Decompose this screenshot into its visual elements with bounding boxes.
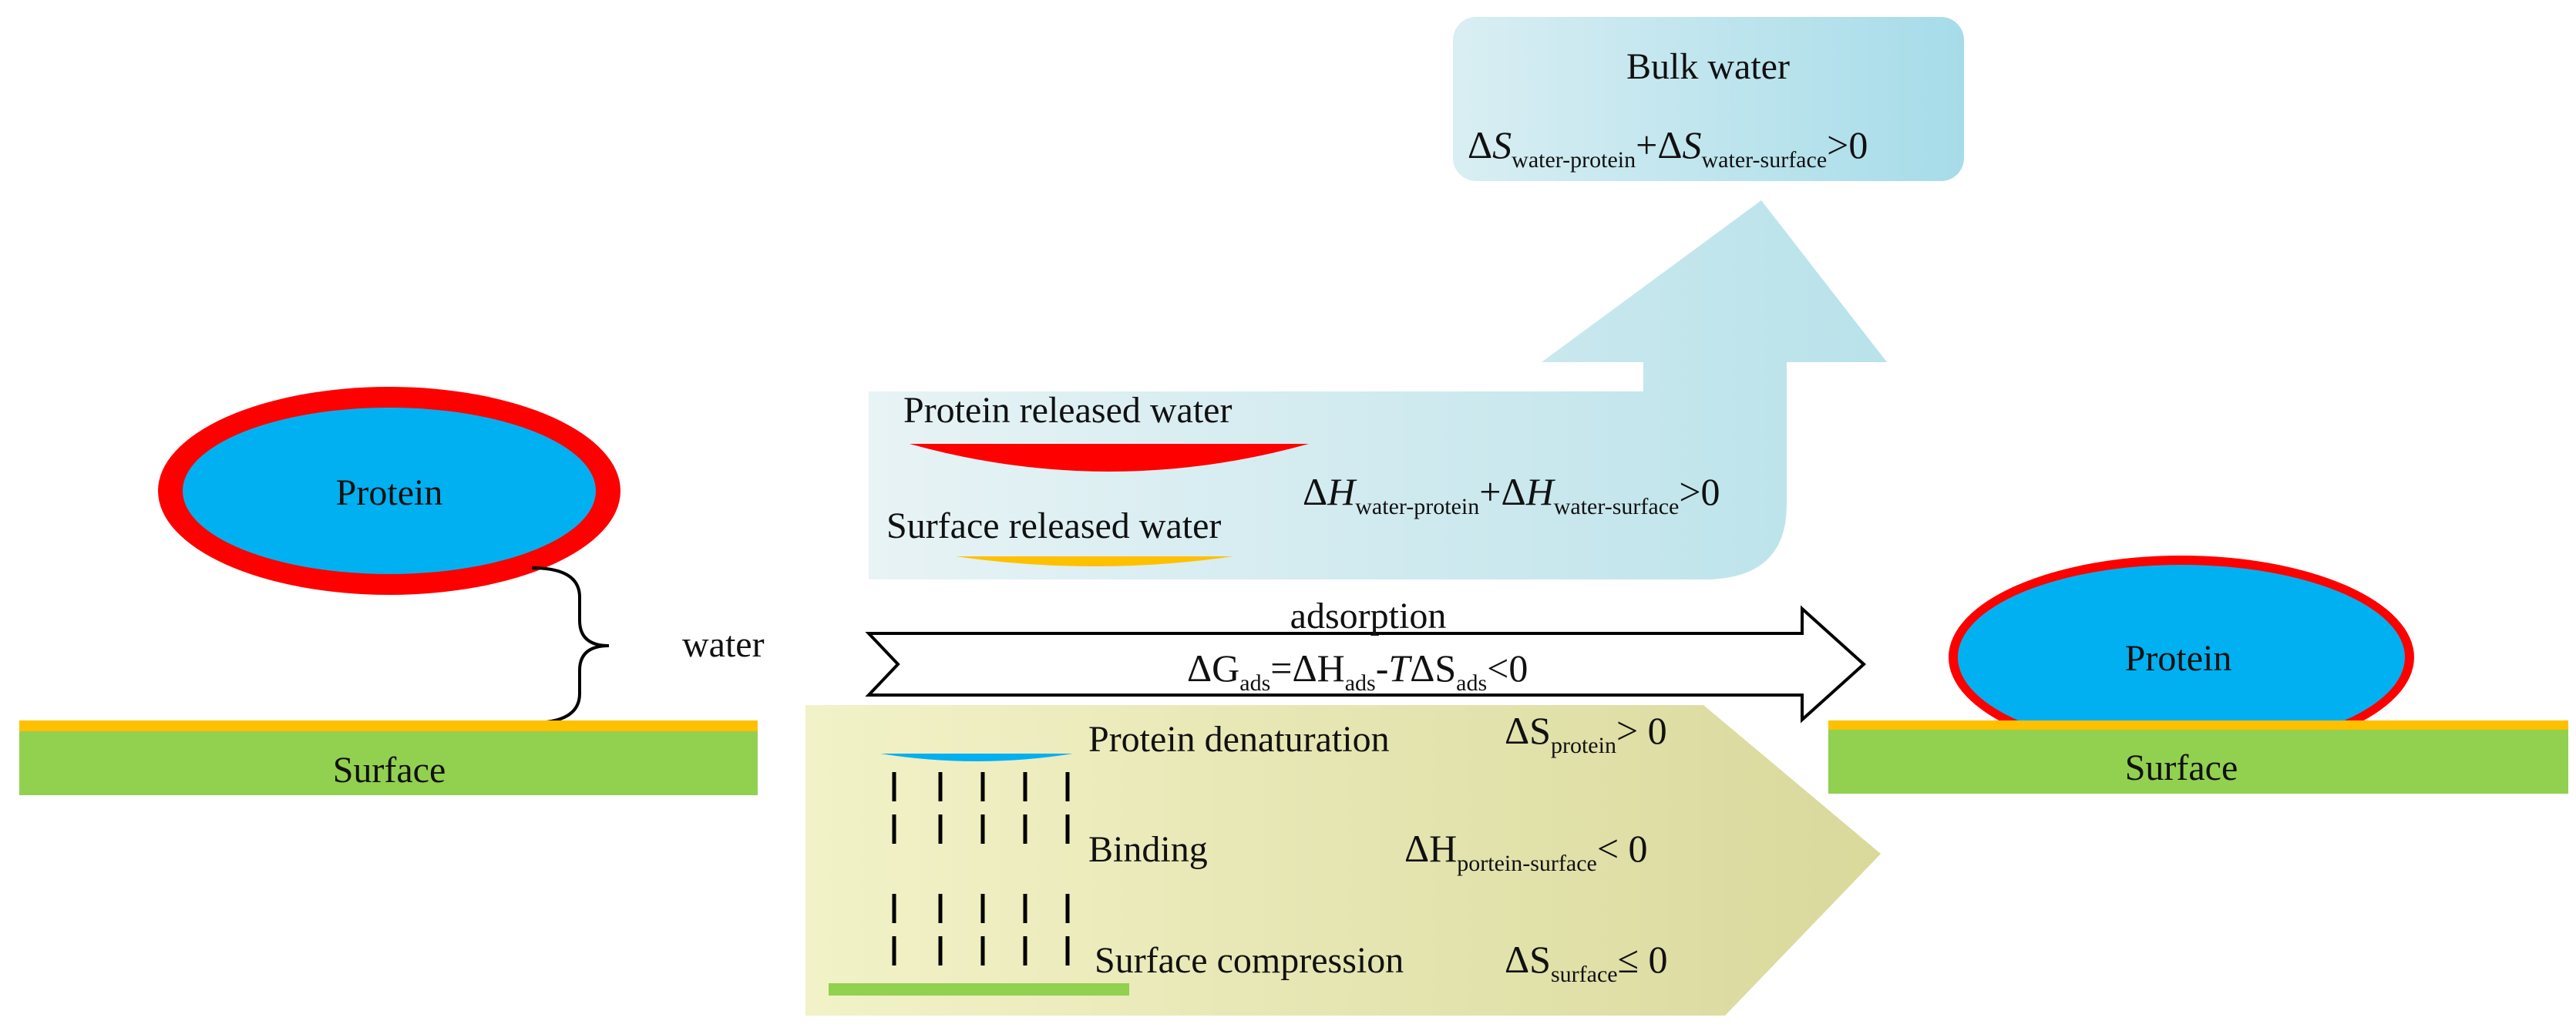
binding-dashes [892,772,1070,966]
surface-label-right: Surface [2125,747,2238,788]
gibbs-free-energy-eq: ΔGads=ΔHads-TΔSads<0 [1187,646,1528,696]
released-water-group: Protein released water Surface released … [869,200,1887,579]
bulk-water-panel [1453,17,1964,181]
protein-label-left: Protein [336,472,443,513]
contributions-arrow [805,705,1881,1016]
surface-label-left: Surface [333,750,446,791]
bulk-water-entropy-eq: ΔSwater-protein+ΔSwater-surface>0 [1468,123,1868,173]
protein-core-left [183,408,596,574]
water-label: water [682,624,765,665]
compression-label: Surface compression [1095,940,1404,981]
compression-eq: ΔSsurface≤ 0 [1505,938,1668,987]
surface-released-water-label: Surface released water [886,505,1221,546]
bulk-water-box: Bulk water ΔSwater-protein+ΔSwater-surfa… [1453,17,1964,181]
water-brace [531,566,610,724]
surface-released-water-lens [956,556,1233,566]
adsorption-arrow-group: adsorption ΔGads=ΔHads-TΔSads<0 [865,596,1866,724]
binding-eq: ΔHportein-surface< 0 [1404,827,1648,876]
binding-label: Binding [1088,829,1208,870]
right-state: Protein Surface [1828,556,2568,794]
adsorption-arrow [865,605,1866,724]
surface-slab-right [1828,730,2568,794]
protein-label-right: Protein [2125,638,2232,679]
adsorption-label: adsorption [1290,596,1447,636]
protein-released-water-lens [910,444,1309,472]
surface-layer-left [19,720,758,731]
protein-core-right [1958,565,2405,728]
compressed-surface-bar [829,983,1129,996]
left-state: Protein water Surface [19,387,765,795]
denaturation-lens [880,754,1073,761]
surface-slab-left [19,731,758,795]
released-water-enthalpy-eq: ΔHwater-protein+ΔHwater-surface>0 [1303,470,1720,519]
released-water-arrow [869,200,1887,579]
denaturation-eq: ΔSprotein> 0 [1505,709,1667,758]
surface-layer-right [1828,720,2568,730]
bulk-water-title: Bulk water [1626,46,1790,87]
denaturation-label: Protein denaturation [1088,719,1390,760]
protein-released-water-label: Protein released water [903,390,1232,431]
contributions-group: Protein denaturation ΔSprotein> 0 Bindin… [805,705,1881,1016]
